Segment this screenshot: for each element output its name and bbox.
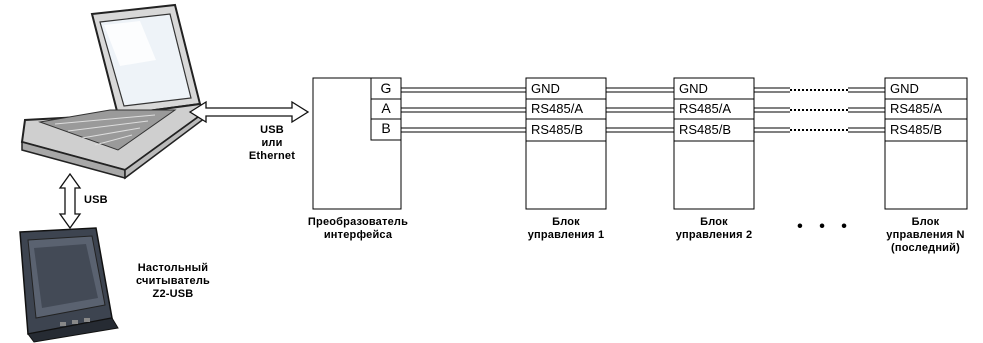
rs485-bus-segment-1 (401, 87, 526, 133)
converter-label: Преобразователь интерфейса (278, 216, 438, 242)
controller-1-rs485a: RS485/A (531, 101, 584, 116)
laptop-link-label: USB или Ethernet (232, 124, 312, 163)
rs485-bus-continuation (754, 87, 885, 133)
reader-label-line2: считыватель (136, 275, 210, 287)
controller-2-label-line2: управления 2 (675, 229, 753, 241)
controller-n-label-line1: Блок (911, 216, 940, 228)
controller-1-rs485b: RS485/B (531, 122, 584, 137)
controller-n-rs485b: RS485/B (890, 122, 943, 137)
controller-n-label-line3: (последний) (891, 242, 960, 254)
desktop-reader-icon (19, 227, 119, 343)
controller-2-gnd: GND (679, 81, 708, 96)
converter-label-line1: Преобразователь (307, 216, 409, 228)
controller-1-label: Блок управления 1 (506, 216, 626, 242)
controller-n-box (884, 77, 968, 210)
usb-ethernet-arrow (188, 100, 310, 124)
controller-2-box (673, 77, 755, 210)
converter-pin-a: A (381, 100, 391, 116)
controller-2-rs485a: RS485/A (679, 101, 732, 116)
laptop-link-line1: USB (260, 124, 284, 136)
controller-n-label-line2: управления N (886, 229, 965, 241)
controller-n-rs485a: RS485/A (890, 101, 943, 116)
controller-n-gnd: GND (890, 81, 919, 96)
reader-label: Настольный считыватель Z2-USB (118, 262, 228, 301)
usb-arrow (58, 172, 82, 230)
controller-2-label-line1: Блок (700, 216, 728, 228)
controller-n-label: Блок управления N (последний) (868, 216, 983, 255)
ellipsis-dots: • • • (797, 218, 853, 235)
reader-label-line1: Настольный (137, 262, 209, 274)
controller-2-rs485b: RS485/B (679, 122, 732, 137)
laptop-link-line3: Ethernet (248, 150, 296, 162)
controller-1-box (525, 77, 607, 210)
converter-pin-g: G (380, 80, 392, 96)
reader-label-line3: Z2-USB (152, 288, 194, 300)
controller-1-label-line1: Блок (552, 216, 580, 228)
reader-link-label: USB (84, 194, 108, 206)
rs485-bus-segment-2 (606, 87, 674, 133)
interface-converter-box (312, 77, 402, 210)
controller-2-label: Блок управления 2 (654, 216, 774, 242)
controller-1-label-line2: управления 1 (527, 229, 605, 241)
controller-1-gnd: GND (531, 81, 560, 96)
converter-label-line2: интерфейса (323, 229, 393, 241)
laptop-link-line2: или (261, 137, 283, 149)
converter-pin-b: B (381, 120, 391, 136)
laptop-icon (20, 3, 207, 180)
